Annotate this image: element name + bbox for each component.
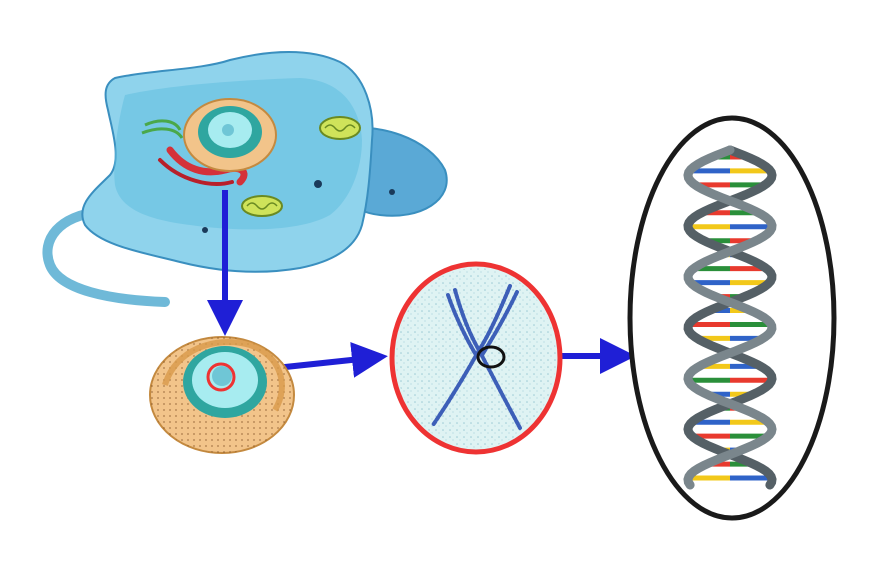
locus-ring xyxy=(476,345,506,369)
dna-backbone-a xyxy=(683,145,777,490)
chromosome-icon xyxy=(389,261,563,455)
dna-frame xyxy=(627,115,837,521)
highlight-ring xyxy=(206,362,236,392)
dna-double-helix-icon xyxy=(627,115,837,521)
animal-cell-icon xyxy=(42,51,448,307)
nucleus-icon xyxy=(149,336,295,454)
base-pair-rungs xyxy=(688,154,772,481)
dna-backbone-b xyxy=(683,145,777,490)
